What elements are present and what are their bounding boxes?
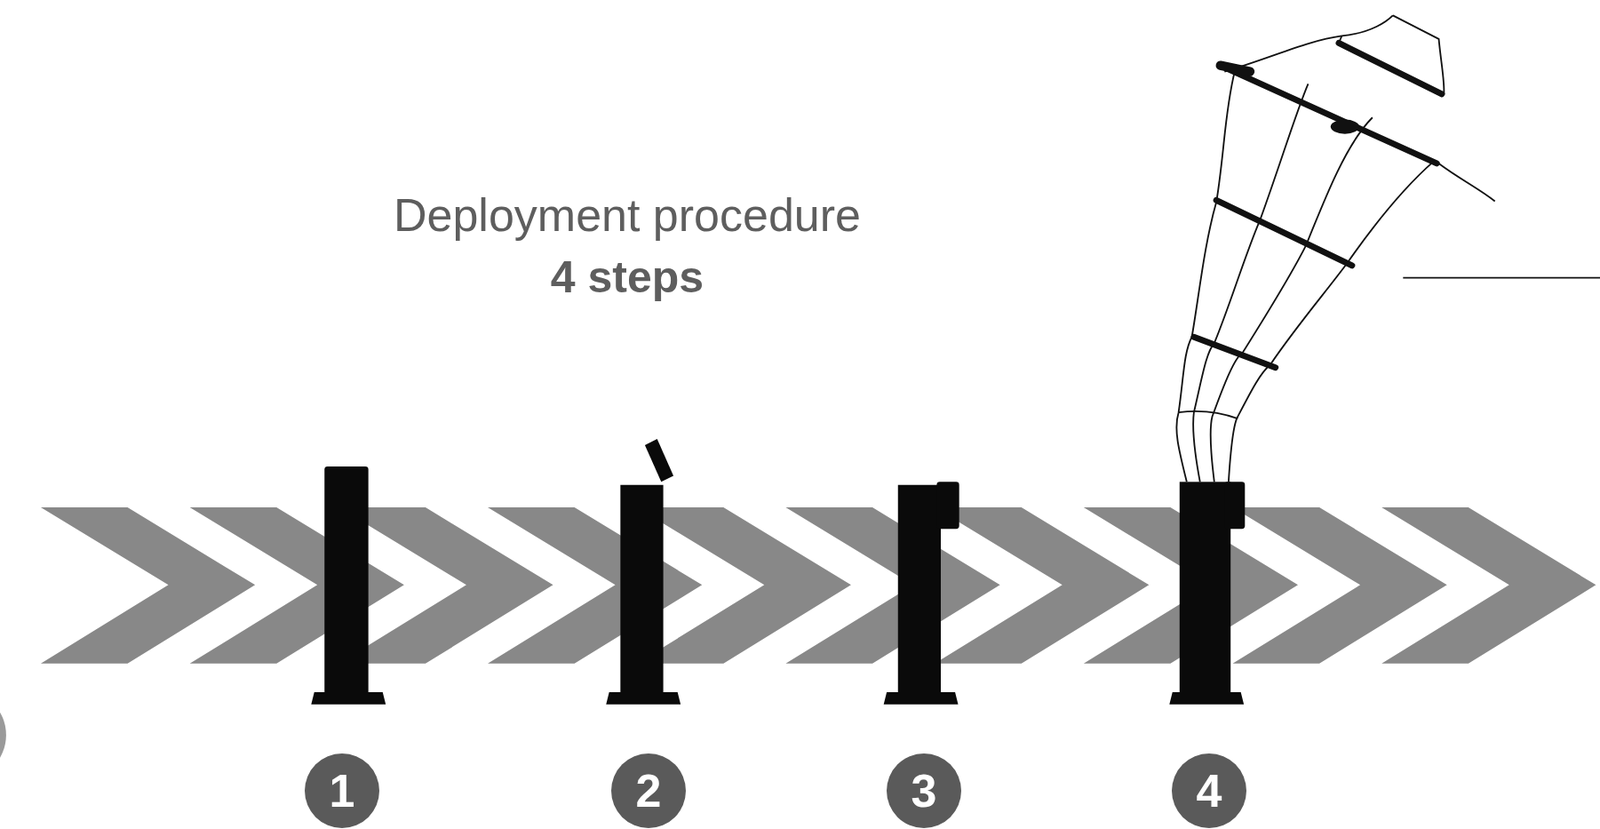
subtitle: 4 steps (550, 251, 704, 303)
edge-circle (0, 690, 7, 781)
step-number-circle: 3 (886, 753, 962, 828)
chevron (636, 507, 852, 664)
chevron (785, 507, 1000, 664)
chevron (1381, 507, 1596, 664)
step-number: 4 (1196, 767, 1223, 814)
chevron (190, 507, 405, 664)
chevron (338, 507, 553, 664)
step-number: 2 (636, 767, 662, 814)
chevron (487, 507, 702, 664)
chevron (934, 507, 1149, 664)
step-number-circle: 2 (611, 753, 686, 828)
chevron-band (40, 507, 1596, 664)
title: Deployment procedure (393, 188, 861, 242)
leader-line (1402, 277, 1600, 279)
windsock (1176, 15, 1495, 482)
step-number: 1 (329, 767, 356, 814)
chevron (1233, 507, 1448, 664)
chevron (40, 507, 255, 664)
step-number-circle: 4 (1171, 753, 1247, 828)
step-number-circle: 1 (304, 753, 380, 828)
step-number: 3 (911, 767, 938, 814)
posts (310, 438, 1245, 705)
